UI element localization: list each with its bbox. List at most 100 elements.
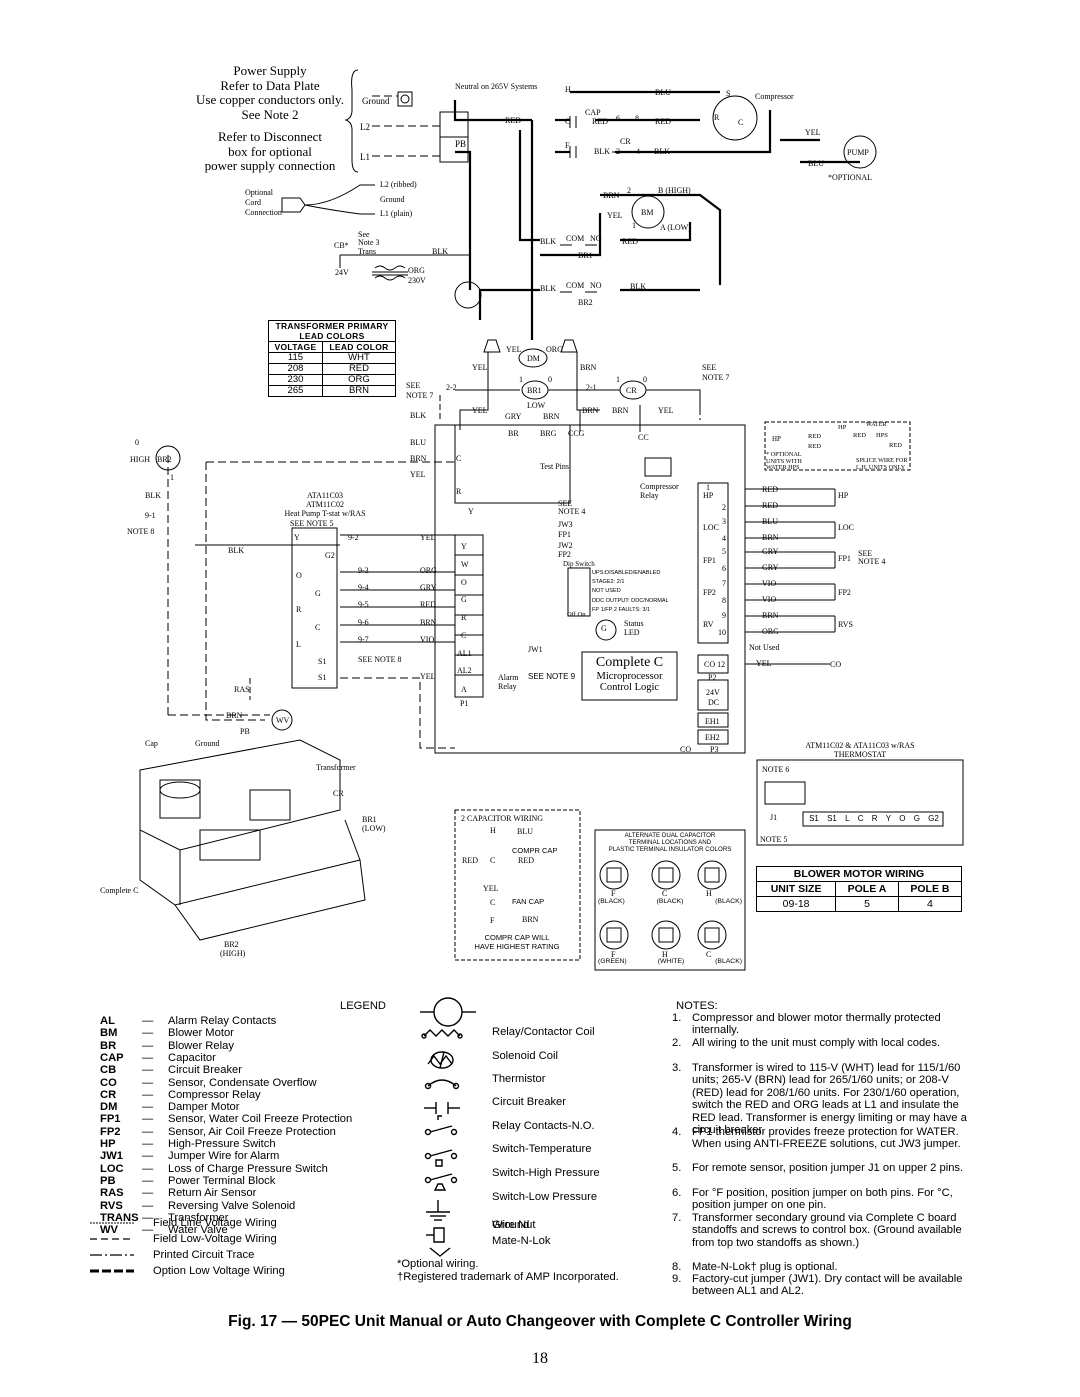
legend-wiring-line: Field Low-Voltage Wiring xyxy=(153,1233,277,1245)
legend-item: BR—Blower Relay xyxy=(100,1040,234,1052)
svg-text:J1: J1 xyxy=(770,813,777,822)
legend-abbr: RAS xyxy=(100,1187,124,1200)
svg-text:2: 2 xyxy=(616,147,620,156)
legend-desc: High-Pressure Switch xyxy=(168,1138,276,1150)
svg-text:R: R xyxy=(714,113,720,122)
svg-text:NOTE 6: NOTE 6 xyxy=(762,765,789,774)
svg-text:C: C xyxy=(706,950,711,959)
svg-text:2: 2 xyxy=(627,186,631,195)
legend-desc: Reversing Valve Solenoid xyxy=(168,1199,296,1212)
note-text: For °F position, position jumper on both… xyxy=(692,1187,953,1212)
svg-text:JW2: JW2 xyxy=(558,541,573,550)
svg-text:1: 1 xyxy=(632,221,636,230)
svg-text:BLK: BLK xyxy=(654,147,670,156)
svg-text:YEL: YEL xyxy=(410,470,426,479)
svg-text:BLK: BLK xyxy=(630,282,646,291)
svg-text:W: W xyxy=(461,560,469,569)
svg-text:1: 1 xyxy=(616,375,620,384)
legend-dash: — xyxy=(142,1199,154,1212)
legend-abbr: RVS xyxy=(100,1199,123,1212)
legend-desc: Damper Motor xyxy=(168,1101,240,1114)
tstat-models: ATA11C03 ATM11C02 Heat Pump T-stat w/RAS xyxy=(284,491,366,518)
note-text: All wiring to the unit must comply with … xyxy=(692,1037,941,1049)
legend-desc: Loss of Charge Pressure Switch xyxy=(168,1162,328,1175)
note-number: 1. xyxy=(672,1012,682,1024)
dip-switch-label: Dip Switch xyxy=(563,560,595,568)
svg-text:CR: CR xyxy=(626,386,637,395)
legend-dash: — xyxy=(142,1162,154,1175)
svg-text:9-2: 9-2 xyxy=(348,533,359,542)
legend-dash: — xyxy=(142,1064,154,1077)
svg-text:JW1: JW1 xyxy=(528,645,543,654)
svg-text:SEE: SEE xyxy=(702,363,716,372)
power-supply-line: power supply connection xyxy=(204,158,336,173)
svg-text:BRN: BRN xyxy=(762,533,779,542)
svg-text:HP: HP xyxy=(772,435,781,443)
svg-text:Neutral on 265V Systems: Neutral on 265V Systems xyxy=(455,82,537,91)
note-number: 7. xyxy=(672,1212,682,1224)
water-label: WATER xyxy=(866,421,887,428)
svg-text:RED: RED xyxy=(762,501,778,510)
svg-text:4: 4 xyxy=(722,534,726,543)
svg-text:HP: HP xyxy=(703,491,714,500)
svg-text:YEL: YEL xyxy=(472,406,488,415)
legend-abbr: AL xyxy=(100,1015,115,1027)
svg-text:Cord: Cord xyxy=(245,198,261,207)
svg-text:BLK: BLK xyxy=(410,411,426,420)
legend-item: HP—High-Pressure Switch xyxy=(100,1138,276,1150)
svg-text:9-1: 9-1 xyxy=(145,511,156,520)
svg-text:LOC: LOC xyxy=(703,523,719,532)
legend-symbol-label: Solenoid Coil xyxy=(492,1050,558,1062)
legend-symbol-label: Mate-N-Lok xyxy=(492,1235,551,1247)
svg-text:YEL: YEL xyxy=(756,659,772,668)
svg-text:CC: CC xyxy=(638,433,649,442)
svg-text:9-4: 9-4 xyxy=(358,583,369,592)
svg-text:SEE: SEE xyxy=(858,549,872,558)
svg-text:H: H xyxy=(662,950,668,959)
legend-item: RVS — Reversing Valve Solenoid xyxy=(100,1200,295,1212)
svg-text:9-3: 9-3 xyxy=(358,566,369,575)
legend-item: BM—Blower Motor xyxy=(100,1027,234,1039)
svg-text:PB: PB xyxy=(455,139,466,149)
svg-text:F: F xyxy=(565,141,570,150)
svg-text:3: 3 xyxy=(722,517,726,526)
svg-text:RVS: RVS xyxy=(838,620,853,629)
svg-text:BLU: BLU xyxy=(808,159,824,168)
svg-text:R: R xyxy=(456,487,462,496)
power-supply-block: Power Supply Refer to Data Plate Use cop… xyxy=(180,63,360,174)
legend-item: CO—Sensor, Condensate Overflow xyxy=(100,1077,317,1089)
svg-text:BRN: BRN xyxy=(603,191,620,200)
power-supply-line: box for optional xyxy=(228,143,312,159)
svg-text:PB: PB xyxy=(240,727,250,736)
svg-text:BLK: BLK xyxy=(432,247,448,256)
svg-text:RED: RED xyxy=(808,443,821,450)
svg-text:1: 1 xyxy=(706,483,710,492)
note-number: 4. xyxy=(672,1126,682,1138)
svg-text:FP1: FP1 xyxy=(558,530,571,539)
legend-abbr: CR xyxy=(100,1088,117,1101)
note-item: 5.For remote sensor, position jumper J1 … xyxy=(672,1162,968,1174)
legend-desc: Return Air Sensor xyxy=(168,1187,257,1200)
svg-text:9-7: 9-7 xyxy=(358,635,369,644)
svg-text:H: H xyxy=(706,889,712,898)
footnote-optional: *Optional wiring. xyxy=(397,1258,479,1270)
legend-abbr: CAP xyxy=(100,1051,124,1064)
svg-text:F: F xyxy=(611,950,616,959)
wiring-diagram: Ground Neutral on 265V Systems L2 L1 PB … xyxy=(100,69,964,971)
svg-text:AL2: AL2 xyxy=(457,666,472,675)
svg-text:Connection: Connection xyxy=(245,208,282,217)
svg-text:FP2: FP2 xyxy=(838,588,851,597)
svg-text:L: L xyxy=(296,640,301,649)
legend-item: LOC—Loss of Charge Pressure Switch xyxy=(100,1163,328,1175)
fan-cap-label: FAN CAP xyxy=(512,897,545,906)
svg-text:BM: BM xyxy=(641,208,653,217)
svg-text:BLU: BLU xyxy=(410,438,426,447)
